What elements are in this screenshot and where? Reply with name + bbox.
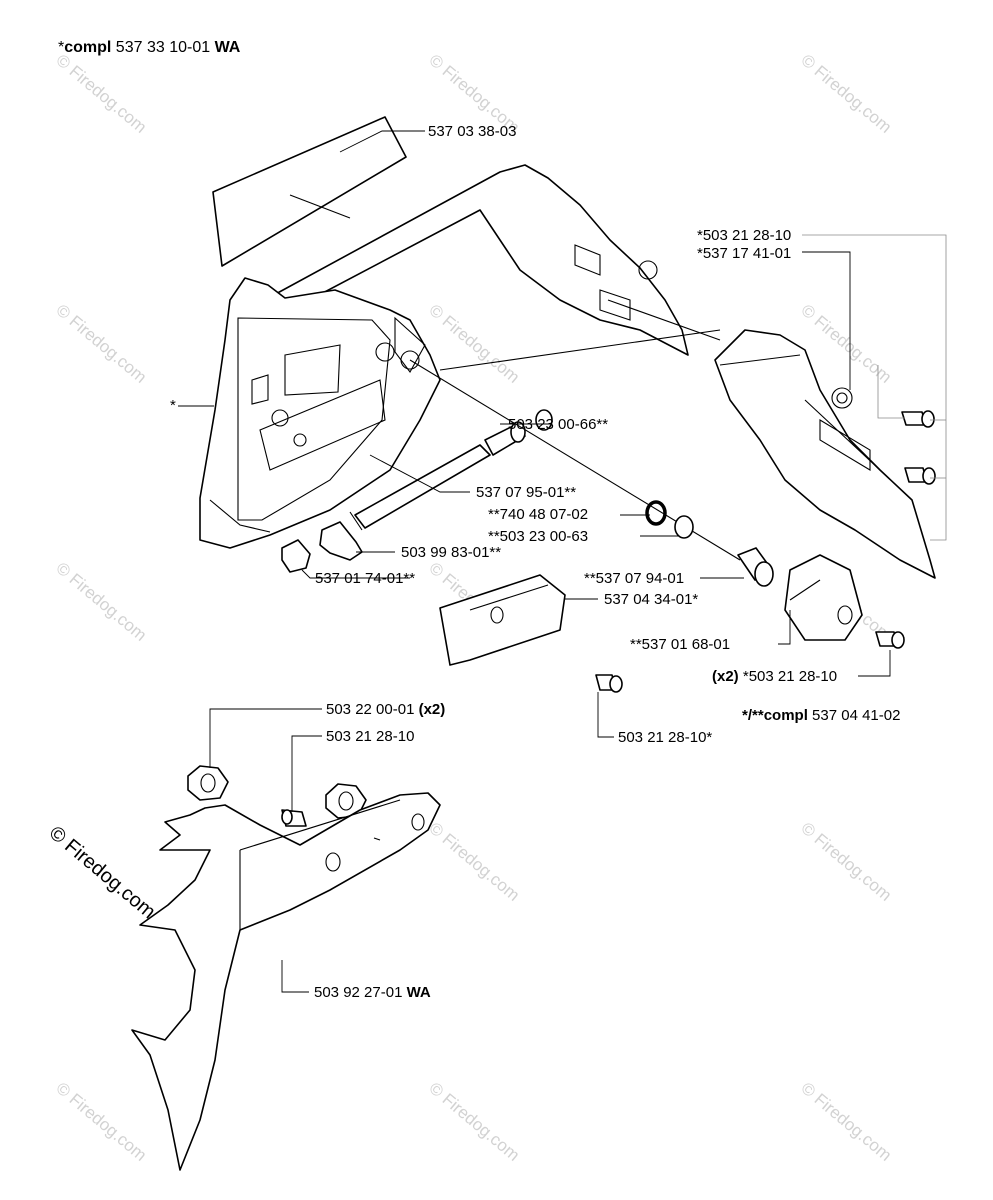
screw-part xyxy=(901,410,935,428)
washer-part xyxy=(674,515,694,539)
bumper-spike-part xyxy=(131,792,441,1171)
label-screw-d: 503 21 28-10 xyxy=(326,728,414,745)
bushing-part xyxy=(737,547,774,587)
watermark: © Firedog.com xyxy=(425,301,523,387)
label-bolt: 537 07 95-01** xyxy=(476,484,576,501)
screw-part xyxy=(875,631,905,649)
label-bushing: **537 07 94-01 xyxy=(584,570,684,587)
watermark: © Firedog.com xyxy=(797,1079,895,1165)
label-screw-c: 503 21 28-10* xyxy=(618,729,712,746)
washer-part xyxy=(535,409,553,431)
bolt-part xyxy=(349,421,526,531)
label-washer-a: 503 23 00-66** xyxy=(508,416,608,433)
label-screw-a: *503 21 28-10 xyxy=(697,227,791,244)
screw-part xyxy=(904,467,936,485)
nut-part xyxy=(325,783,367,819)
clamp-part xyxy=(714,329,936,579)
label-clamp-a: *537 17 41-01 xyxy=(697,245,791,262)
decal-part xyxy=(212,116,407,267)
watermark: © Firedog.com xyxy=(52,301,150,387)
assembly-title: *compl 537 33 10-01 WA xyxy=(58,39,241,56)
axis-line xyxy=(607,299,721,341)
axis-line xyxy=(439,329,721,371)
watermark: © Firedog.com xyxy=(425,1079,523,1165)
leader-lines xyxy=(178,130,947,993)
label-sleeve: 537 01 74-01** xyxy=(315,570,415,587)
label-oring: **740 48 07-02 xyxy=(488,506,588,523)
oring-part xyxy=(645,500,667,526)
label-kit: */**compl 537 04 41-02 xyxy=(742,707,900,724)
plate-part xyxy=(439,574,566,666)
nut-insert-part xyxy=(319,521,363,561)
label-spacer: **537 01 68-01 xyxy=(630,636,730,653)
label-screw-b: (x2) *503 21 28-10 xyxy=(712,668,837,685)
watermark: © Firedog.com xyxy=(797,819,895,905)
watermark: © Firedog.com xyxy=(52,51,150,137)
spacer-part xyxy=(784,554,863,641)
label-spike: 503 92 27-01 WA xyxy=(314,984,431,1001)
watermark: © Firedog.com xyxy=(425,819,523,905)
watermark-main: © Firedog.com xyxy=(45,822,160,923)
label-cover: * xyxy=(170,397,176,414)
nut-part xyxy=(187,765,229,801)
watermark: © Firedog.com xyxy=(52,559,150,645)
watermark: © Firedog.com xyxy=(797,51,895,137)
watermark: © Firedog.com xyxy=(52,1079,150,1165)
screw-part xyxy=(595,674,623,693)
cover-part xyxy=(199,164,689,549)
label-nut-insert: 503 99 83-01** xyxy=(401,544,501,561)
label-decal: 537 03 38-03 xyxy=(428,123,516,140)
screw-part xyxy=(281,809,307,827)
sleeve-part xyxy=(281,539,311,573)
label-nut: 503 22 00-01 (x2) xyxy=(326,701,445,718)
label-plate: 537 04 34-01* xyxy=(604,591,698,608)
label-washer-b: **503 23 00-63 xyxy=(488,528,588,545)
